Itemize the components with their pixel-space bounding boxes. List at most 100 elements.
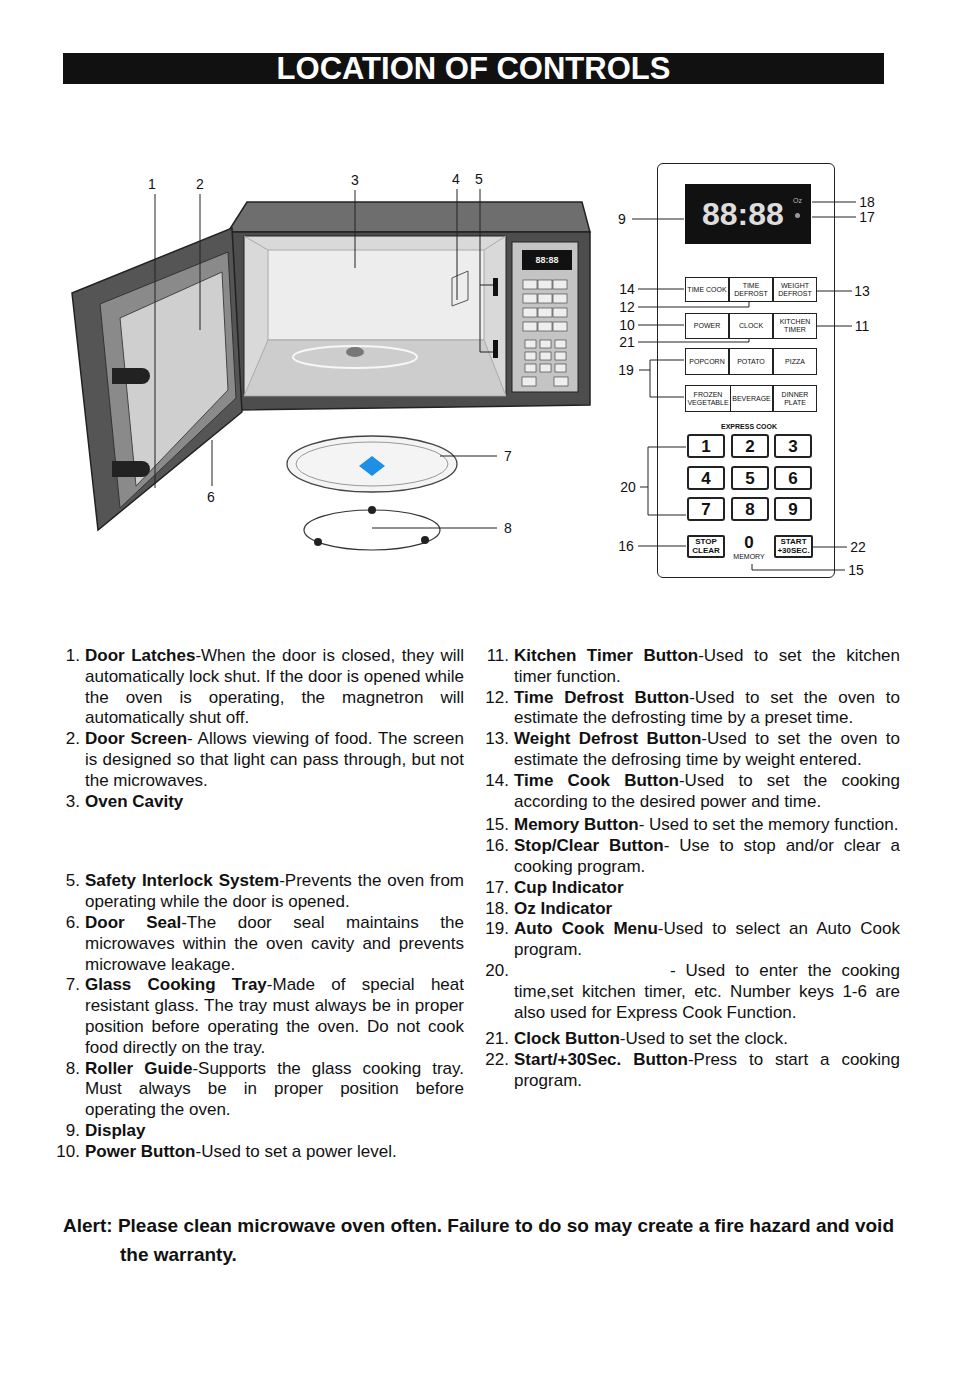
number-button: 2	[731, 434, 769, 458]
item-name: Oz Indicator	[514, 899, 612, 918]
door-latch	[112, 368, 150, 384]
callout-number: 14	[613, 281, 641, 297]
description-item: 14.Time Cook Button-Used to set the cook…	[480, 771, 900, 813]
glass-tray-rim	[296, 442, 448, 486]
item-name: Door Seal	[85, 913, 181, 932]
item-number: 19.	[480, 919, 509, 940]
button-label: 5	[745, 469, 754, 488]
item-name: Time Cook Button	[514, 771, 679, 790]
callout-number: 19	[612, 362, 640, 378]
mini-button	[538, 322, 552, 331]
mini-button	[523, 322, 537, 331]
glass-tray	[287, 436, 457, 492]
number-button: 3	[774, 434, 812, 458]
leader-line	[812, 217, 856, 218]
callout-number: 13	[848, 283, 876, 299]
title-band: LOCATION OF CONTROLS	[63, 53, 884, 84]
button-label: TIME DEFROST	[731, 282, 771, 298]
roller-wheel	[314, 538, 322, 546]
mini-button	[555, 364, 566, 372]
description-item: 22.Start/+30Sec. Button-Press to start a…	[480, 1050, 900, 1092]
bracket	[650, 360, 684, 397]
description-item: 15.Memory Button- Used to set the memory…	[480, 815, 900, 836]
callout-number: 9	[608, 211, 636, 227]
mini-display-digits: 88:88	[522, 253, 572, 267]
item-number: 20.	[480, 961, 509, 982]
leader-line	[155, 194, 156, 488]
callout-number: 17	[853, 209, 881, 225]
item-number: 15.	[480, 815, 509, 836]
callout-number: 10	[613, 317, 641, 333]
door-outer	[72, 228, 242, 530]
oven-cavity	[244, 236, 506, 396]
interlock-slot	[493, 278, 498, 296]
description-item: 7.Glass Cooking Tray-Made of special hea…	[52, 975, 464, 1058]
panel-heading: EXPRESS COOK	[699, 422, 799, 431]
callout-number: 8	[494, 520, 522, 536]
description-item: 20.- Used to enter the cooking time,set …	[480, 961, 900, 1023]
callout-number: 12	[613, 299, 641, 315]
function-button: POWER	[685, 313, 729, 339]
item-number: 11.	[480, 646, 509, 667]
interlock-switch	[452, 271, 468, 306]
description-item: 2.Door Screen- Allows viewing of food. T…	[52, 729, 464, 791]
cup-indicator-light	[795, 213, 800, 218]
cavity-back-wall	[268, 250, 484, 340]
leader-line	[752, 564, 845, 570]
description-item: 9.Display	[52, 1121, 464, 1142]
button-label: STOP CLEAR	[689, 538, 723, 555]
item-name: Start/+30Sec. Button	[514, 1050, 688, 1069]
function-button: KITCHEN TIMER	[773, 313, 817, 339]
item-number: 5.	[52, 871, 80, 892]
leader-line	[355, 190, 356, 268]
function-button: PIZZA	[773, 348, 817, 375]
control-button: START +30SEC.	[774, 535, 813, 558]
number-button: 1	[687, 434, 725, 458]
item-description: -Used to set the clock.	[620, 1029, 788, 1048]
leader-line	[440, 456, 497, 457]
mini-button	[525, 364, 536, 372]
button-label: 9	[788, 500, 797, 519]
bracket	[639, 370, 650, 371]
description-item: 18.Oz Indicator	[480, 899, 900, 920]
function-button: TIME COOK	[685, 277, 729, 302]
callout-number: 20	[614, 479, 642, 495]
display-digits: 88:88	[702, 194, 784, 234]
callout-number: 15	[842, 562, 870, 578]
item-name: Door Screen	[85, 729, 187, 748]
button-label: 8	[745, 500, 754, 519]
item-name: Time Defrost Button	[514, 688, 689, 707]
button-label: POWER	[694, 322, 720, 330]
function-button: FROZEN VEGETABLE	[685, 385, 731, 412]
description-item: 10.Power Button-Used to set a power leve…	[52, 1142, 464, 1163]
item-name: Glass Cooking Tray	[85, 975, 267, 994]
item-name: Cup Indicator	[514, 878, 624, 897]
mini-button	[540, 340, 551, 348]
leader-line	[480, 352, 493, 353]
description-column: 11. Kitchen Timer Button -Used to set the …	[480, 646, 900, 1092]
leader-line	[632, 219, 684, 220]
item-name: Roller Guide	[85, 1059, 192, 1078]
item-name: Stop/Clear Button	[514, 836, 664, 855]
button-label: TIME COOK	[687, 286, 726, 294]
description-column: 1.Door Latches-When the door is closed, …	[52, 646, 464, 1163]
turntable-hub	[346, 347, 364, 357]
button-label: PIZZA	[785, 358, 805, 366]
callout-number: 1	[138, 176, 166, 192]
oven-top	[228, 202, 590, 232]
mini-display	[522, 250, 572, 270]
mini-button	[553, 308, 567, 317]
callout-number: 11	[848, 318, 876, 334]
item-name: Kitchen Timer Button	[514, 646, 698, 665]
leader-line	[480, 285, 493, 286]
function-button: WEIGHT DEFROST	[773, 277, 817, 302]
item-description: - Used to set the memory function.	[639, 815, 899, 834]
mini-button	[553, 294, 567, 303]
leader-line	[457, 189, 458, 300]
button-label: 6	[788, 469, 797, 488]
item-description: -Used to set a power level.	[196, 1142, 397, 1161]
leader-line	[638, 325, 684, 326]
mini-button	[540, 352, 551, 360]
function-button: DINNER PLATE	[773, 385, 817, 412]
description-item: 8.Roller Guide-Supports the glass cookin…	[52, 1059, 464, 1121]
